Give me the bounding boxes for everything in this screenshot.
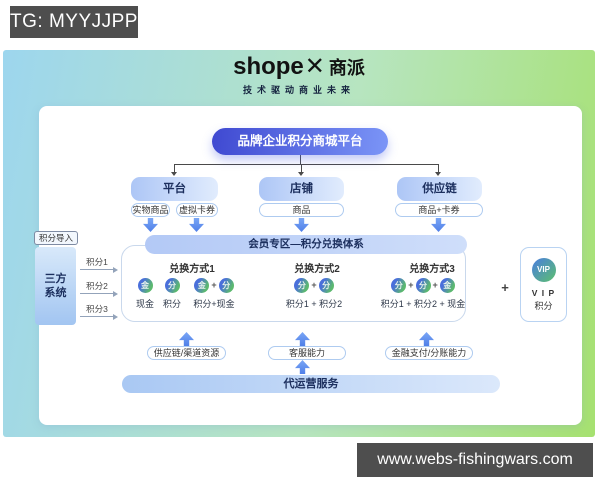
points-input-arrow xyxy=(80,316,113,317)
pill-goods-cards: 商品+卡券 xyxy=(395,203,483,217)
arrowhead-right-icon xyxy=(113,266,118,273)
pill-goods: 商品 xyxy=(259,203,344,217)
plus-sign: + xyxy=(408,280,414,290)
points-input-label: 积分3 xyxy=(86,304,108,314)
coin-icon: 分 xyxy=(415,278,431,293)
third-party-line: 系统 xyxy=(44,287,67,299)
arrowhead-down-icon xyxy=(298,172,304,176)
connector-stub-supply xyxy=(438,164,439,172)
logo-wordmark: shope✕商派 xyxy=(3,54,595,81)
branch-node-platform: 平台 xyxy=(131,177,218,201)
coin-label: 现金 xyxy=(135,299,154,309)
vip-points-label: 积分 xyxy=(534,301,553,311)
branch-node-supplychain: 供应链 xyxy=(397,177,482,201)
vip-box: VIP V I P 积分 xyxy=(520,247,567,322)
coin-label: 积分1 + 积分2 + 现金 xyxy=(380,299,466,309)
plus-sign: + xyxy=(501,280,509,295)
logo-latin: shope xyxy=(233,53,304,80)
exchange-method-title: 兑换方式2 xyxy=(294,264,340,275)
coin-icon: 分 xyxy=(294,278,310,293)
coin-icon: 分 xyxy=(318,278,334,293)
arrowhead-right-icon xyxy=(113,313,118,320)
watermark: www.webs-fishingwars.com xyxy=(357,443,593,477)
coin-label: 积分 xyxy=(162,299,181,309)
coin-group-points-cash: 金 + 分 积分+现金 xyxy=(188,278,240,310)
pill-physical-goods: 实物商品 xyxy=(131,203,170,217)
root-node: 品牌企业积分商城平台 xyxy=(212,128,388,155)
connector-horizontal xyxy=(174,164,439,165)
coin-group-cash: 金 现金 xyxy=(129,278,161,310)
agency-operation-bar: 代运营服务 xyxy=(122,375,500,393)
third-party-system-box: 三方 系统 xyxy=(35,247,76,325)
shopex-logo: shope✕商派 技术驱动商业未来 xyxy=(3,54,595,96)
arrowhead-down-icon xyxy=(435,172,441,176)
points-input-arrow xyxy=(80,293,113,294)
points-input-arrow xyxy=(80,269,113,270)
logo-cn: 商派 xyxy=(328,58,365,78)
connector-root-stem xyxy=(300,155,301,164)
points-input-label: 积分2 xyxy=(86,281,108,291)
branch-node-store: 店铺 xyxy=(259,177,344,201)
coin-icon: 分 xyxy=(218,278,234,293)
tg-badge: TG: MYYJJPP xyxy=(10,6,138,38)
capability-pill-finance-payment: 金融支付/分账能力 xyxy=(385,346,473,360)
member-bar: 会员专区—积分兑换体系 xyxy=(145,235,467,254)
points-input-label: 积分1 xyxy=(86,257,108,267)
exchange-method-title: 兑换方式3 xyxy=(409,264,455,275)
plus-sign: + xyxy=(311,280,317,290)
capability-pill-customer-service: 客服能力 xyxy=(268,346,346,360)
coin-group-points1-points2: 分 + 分 积分1 + 积分2 xyxy=(285,278,343,310)
connector-stub-store xyxy=(301,164,302,172)
logo-x-icon: ✕ xyxy=(304,53,325,80)
coin-icon: 分 xyxy=(391,278,407,293)
plus-sign: + xyxy=(211,280,217,290)
points-import-tag: 积分导入 xyxy=(34,231,78,245)
vip-label: V I P xyxy=(531,288,556,298)
logo-tagline: 技术驱动商业未来 xyxy=(242,85,355,95)
vip-badge-icon: VIP xyxy=(531,258,556,282)
plus-sign: + xyxy=(432,280,438,290)
coin-label: 积分1 + 积分2 xyxy=(285,299,343,309)
connector-stub-platform xyxy=(174,164,175,172)
pill-virtual-cards: 虚拟卡券 xyxy=(176,203,218,217)
coin-group-points: 分 积分 xyxy=(156,278,188,310)
coin-icon: 分 xyxy=(164,278,180,293)
coin-label: 积分+现金 xyxy=(193,299,235,309)
coin-icon: 金 xyxy=(194,278,210,293)
exchange-method-title: 兑换方式1 xyxy=(169,264,215,275)
third-party-line: 三方 xyxy=(44,273,67,285)
coin-icon: 金 xyxy=(439,278,455,293)
arrowhead-right-icon xyxy=(113,290,118,297)
capability-pill-supply-channel: 供应链/渠道资源 xyxy=(147,346,226,360)
arrowhead-down-icon xyxy=(171,172,177,176)
coin-group-points1-points2-cash: 分 + 分 + 金 积分1 + 积分2 + 现金 xyxy=(381,278,465,310)
coin-icon: 金 xyxy=(137,278,153,293)
